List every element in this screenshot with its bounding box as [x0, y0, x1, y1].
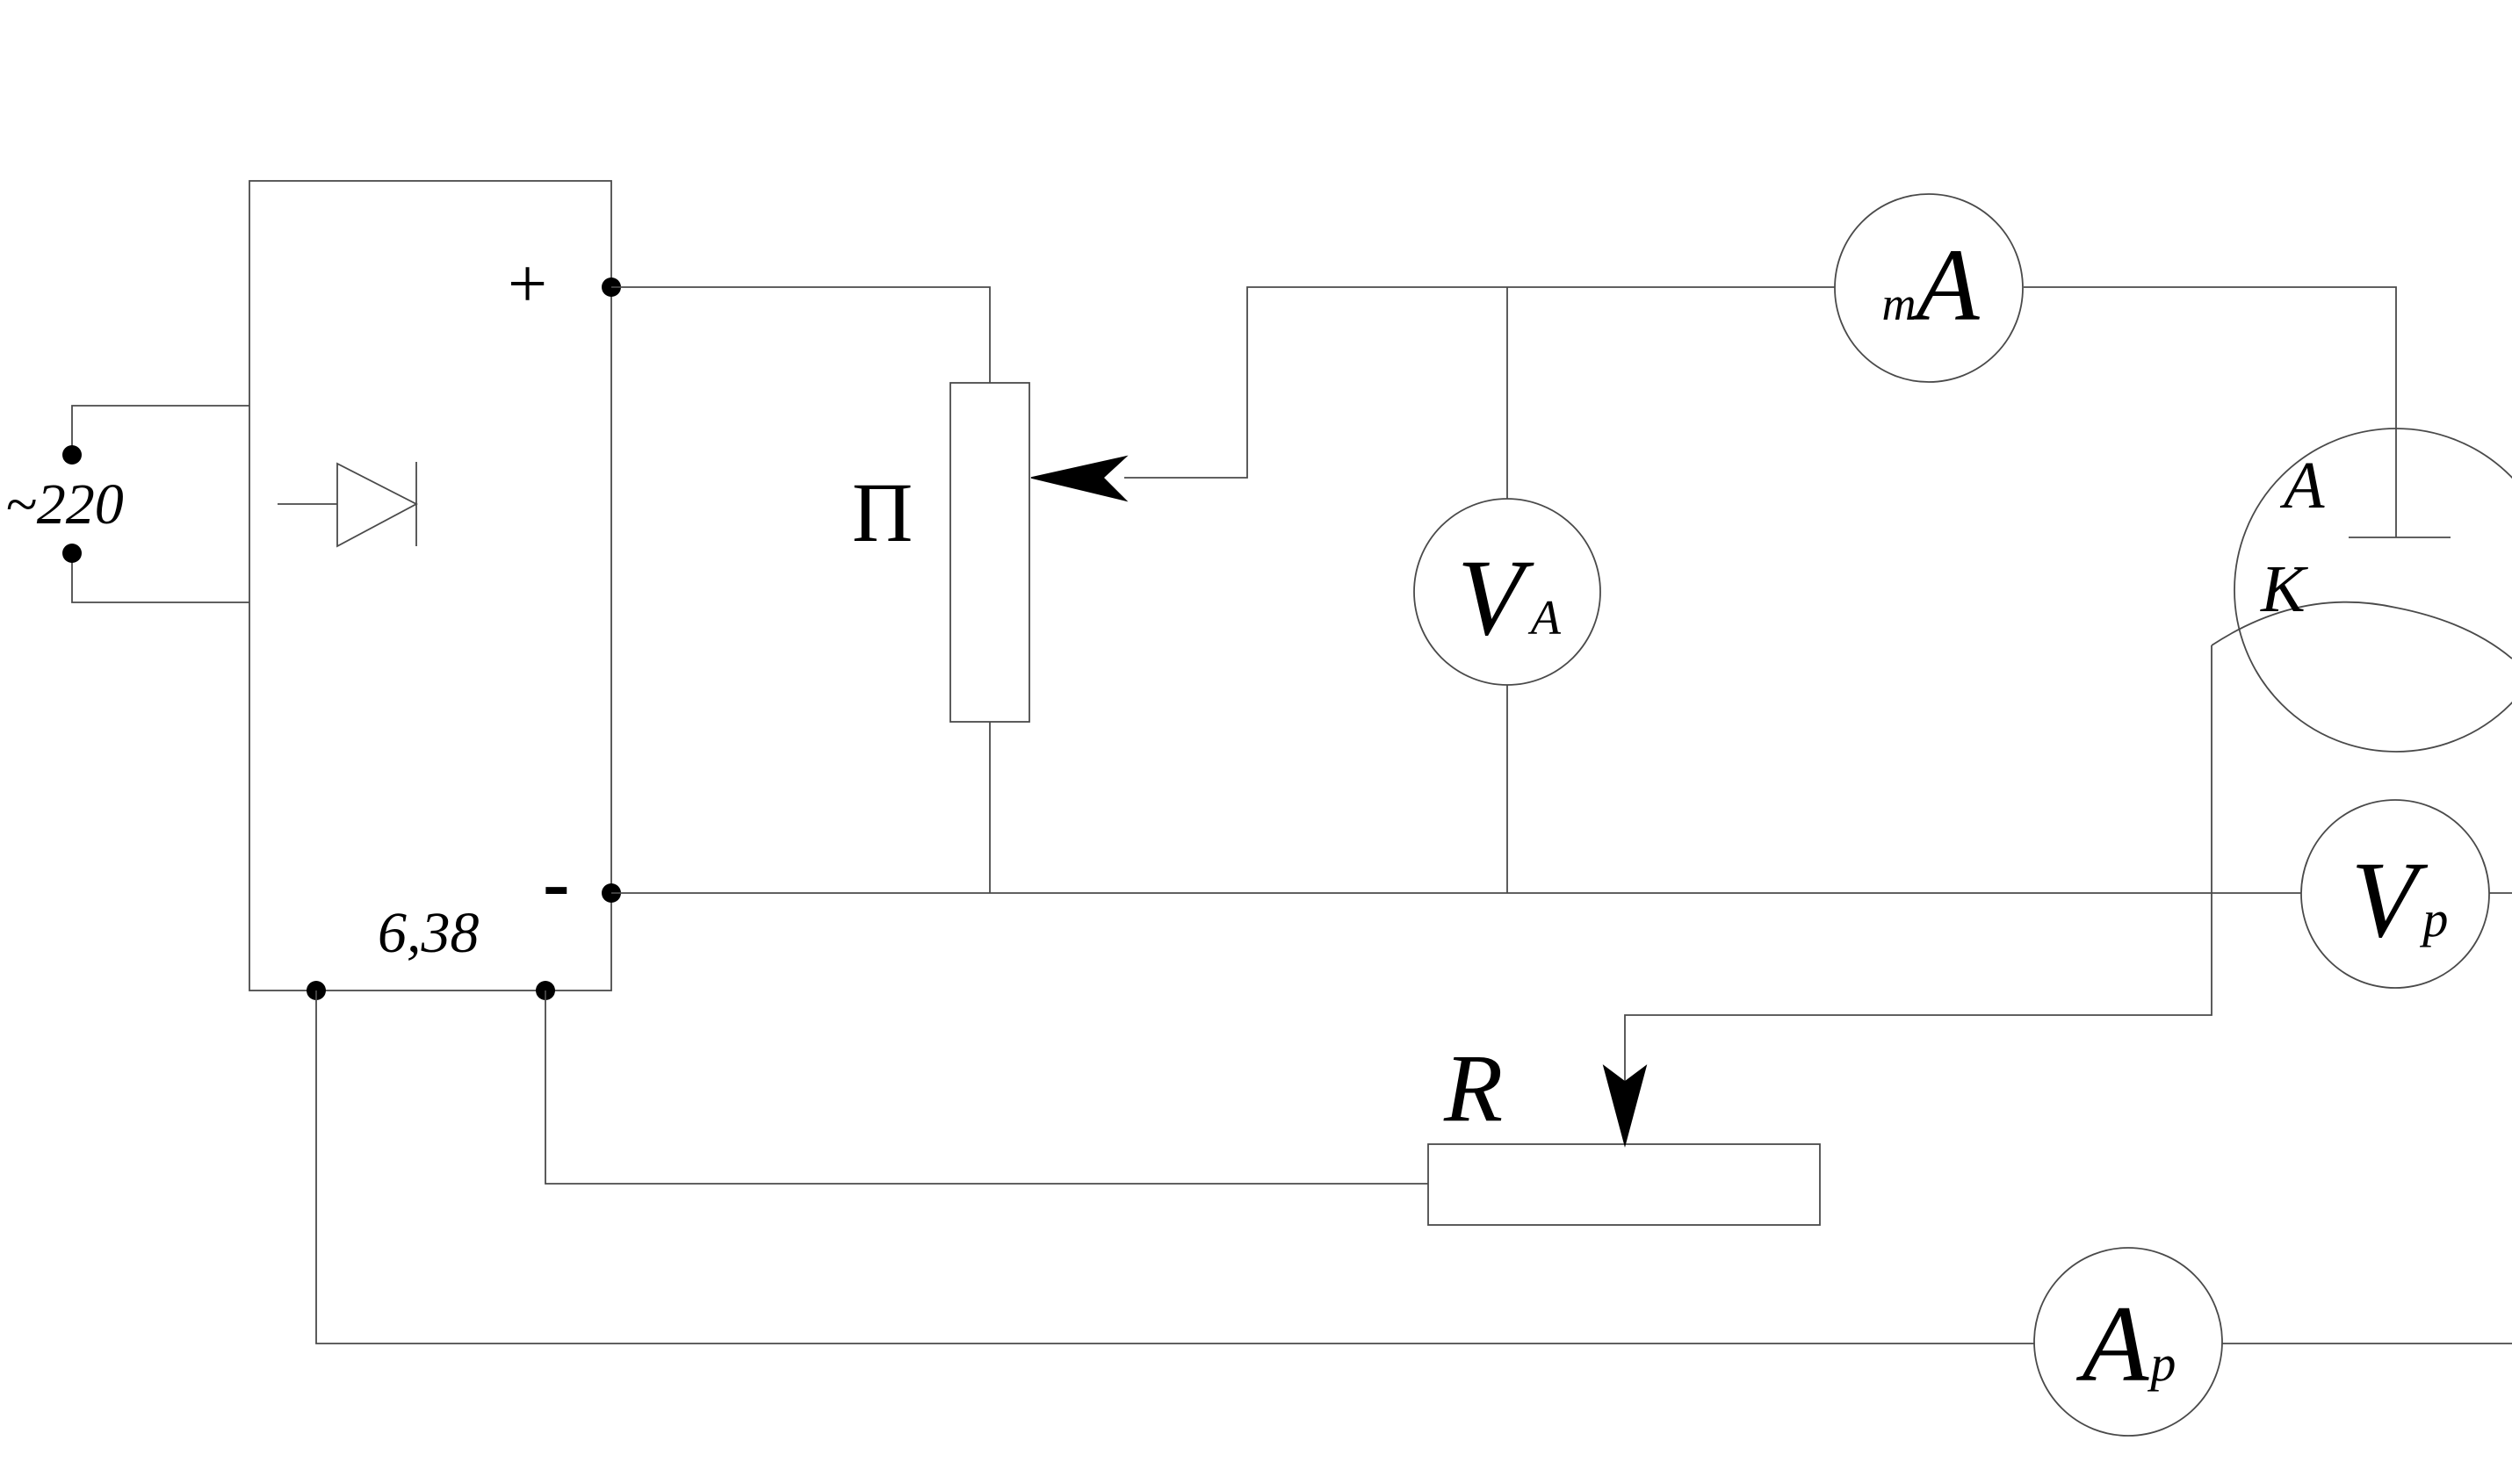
potentiometer-label: П [852, 465, 913, 559]
svg-text:mA: mA [1881, 227, 1980, 342]
mains-terminal-top [62, 445, 82, 465]
vacuum-tube [2211, 428, 2512, 753]
filament-ammeter-symbol: A [2076, 1284, 2150, 1404]
wire-to-ammeter [315, 991, 2034, 1344]
rheostat-slider-arrow [1602, 1064, 1648, 1148]
svg-text:VA: VA [1457, 537, 1562, 658]
rheostat [1427, 1143, 1821, 1226]
mains-input [62, 405, 249, 603]
rheostat-label: R [1443, 1034, 1503, 1142]
wire-to-anode [2024, 286, 2397, 537]
rectifier-diode-icon [278, 462, 418, 548]
filament-ammeter: Ap [2033, 1247, 2223, 1437]
anode-label: A [2279, 449, 2325, 522]
mains-terminal-bottom [62, 544, 82, 563]
low-voltage-label: 6,38 [378, 901, 480, 965]
plus-label: + [508, 246, 547, 323]
svg-text:Ap: Ap [2076, 1284, 2176, 1404]
anode-voltmeter-subscript: A [1527, 591, 1562, 645]
minus-label: - [543, 838, 570, 927]
milliammeter-symbol: A [1909, 227, 1980, 342]
mains-label: ~220 [5, 472, 124, 537]
wire-plus [611, 286, 991, 383]
wire-cathode-lead [1624, 645, 2212, 1082]
potentiometer [949, 382, 1030, 723]
tube-envelope [2234, 428, 2512, 753]
cathode-filament [2211, 601, 2512, 659]
anode-voltmeter-symbol: V [1457, 537, 1534, 658]
milliammeter: mA [1834, 193, 2024, 383]
filament-voltmeter-subscript: p [2419, 890, 2448, 947]
filament-ammeter-subscript: p [2147, 1335, 2176, 1392]
power-supply-box [249, 180, 612, 991]
cathode-label: K [2260, 552, 2308, 626]
wire-to-rheostat [545, 991, 1428, 1185]
milliammeter-subscript: m [1881, 277, 1916, 330]
potentiometer-slider-arrow [1030, 455, 1129, 502]
filament-voltmeter-symbol: V [2351, 839, 2429, 960]
wire-slider [1124, 286, 1836, 479]
svg-text:Vp: Vp [2351, 839, 2449, 960]
